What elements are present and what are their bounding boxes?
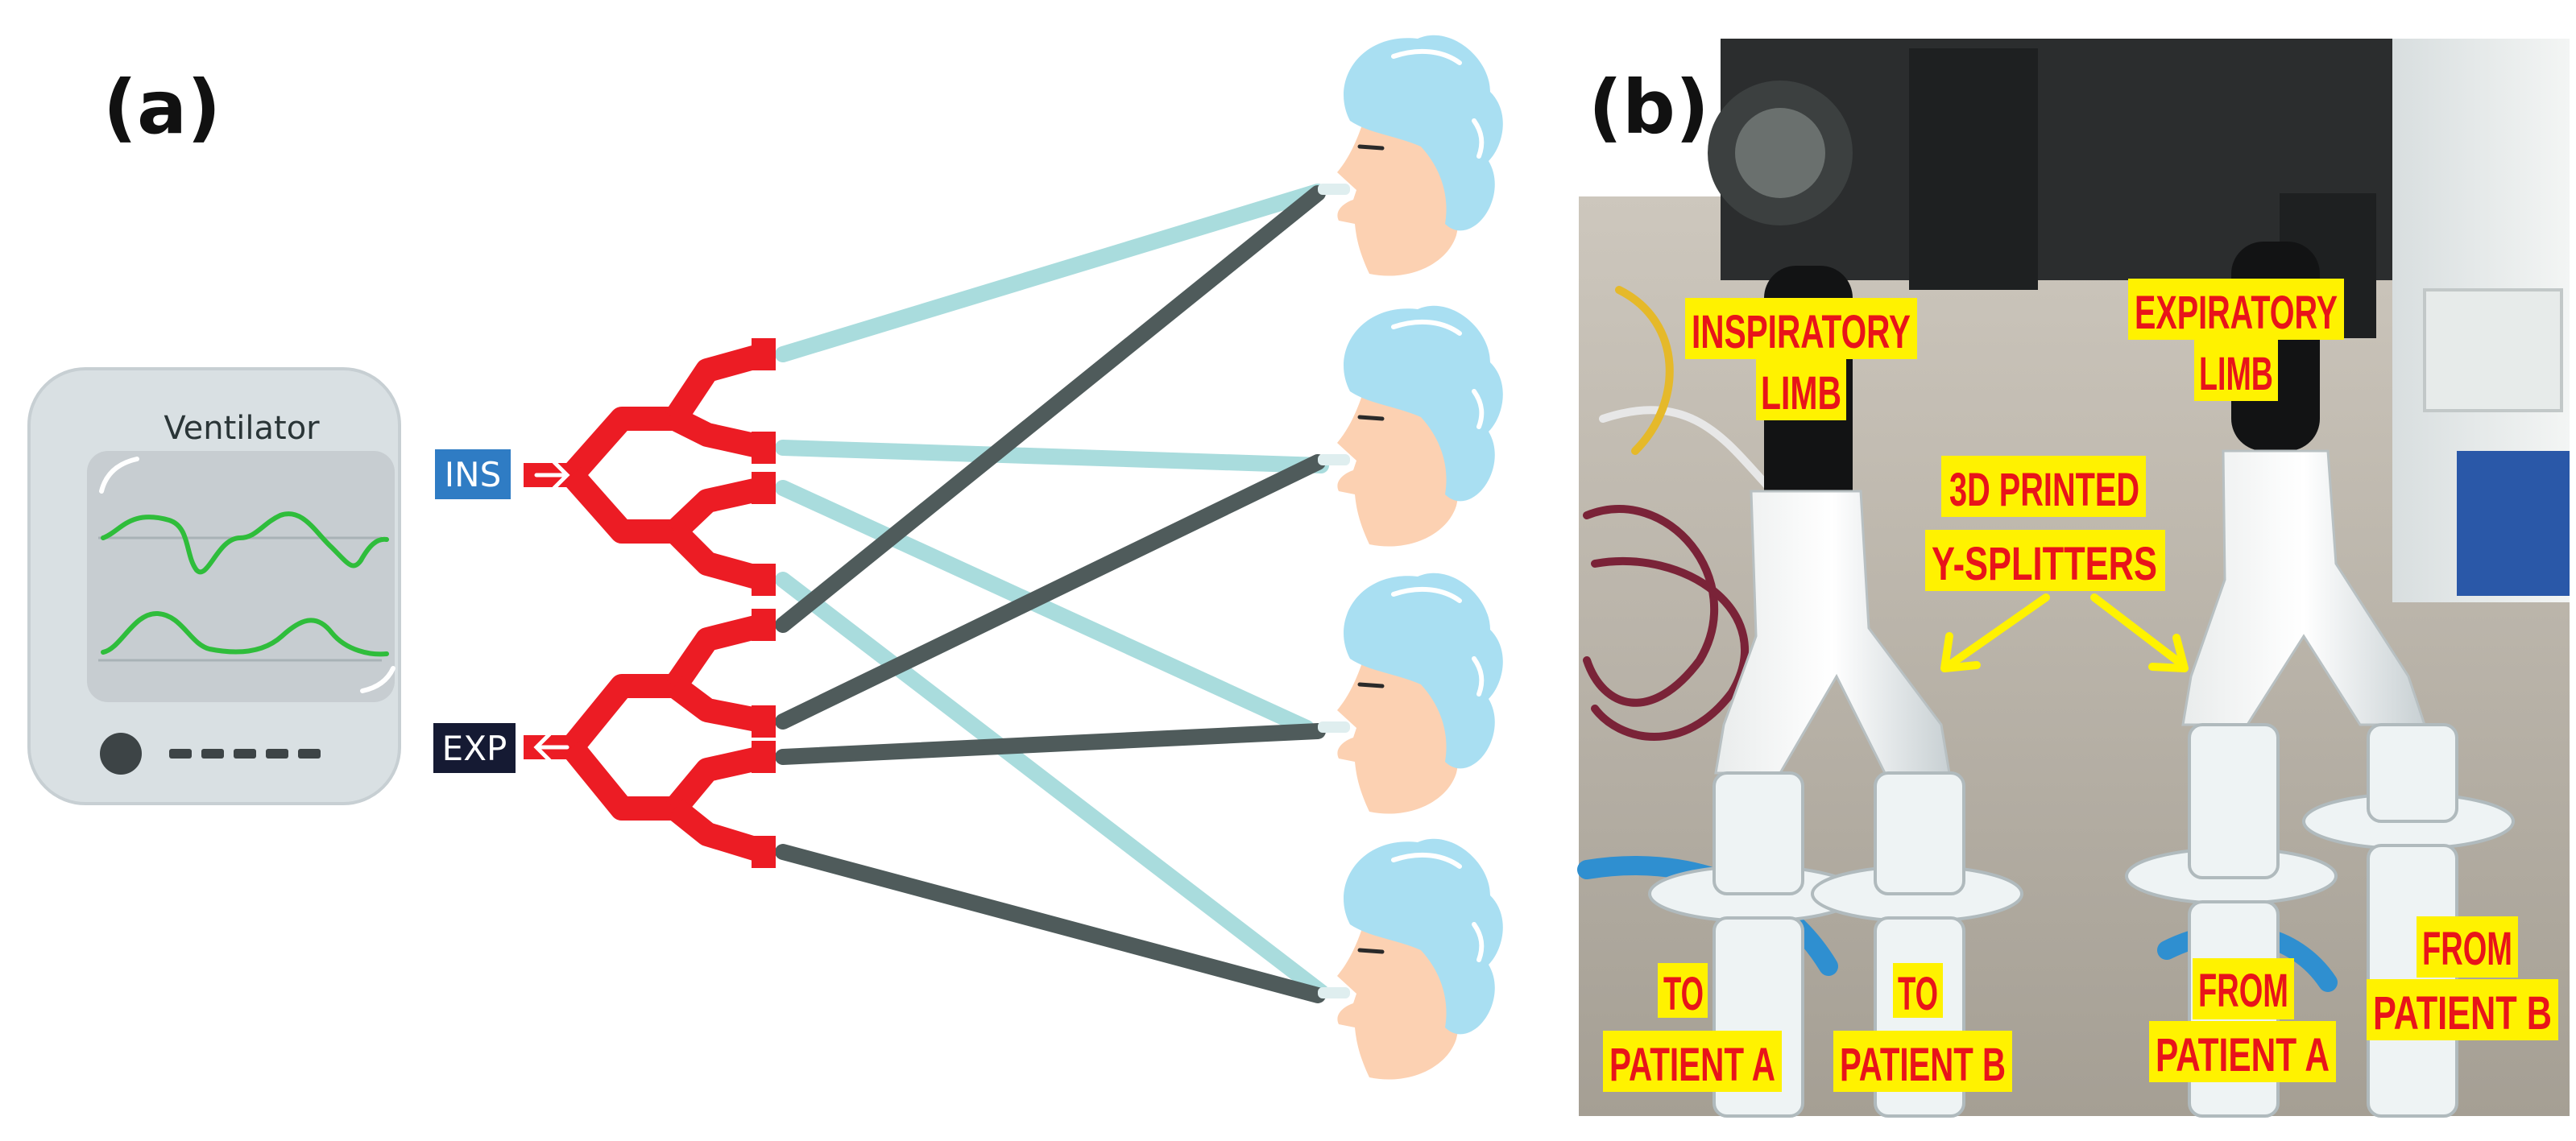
ventilator-title: Ventilator	[164, 410, 320, 447]
label-to-a-line1: TO	[1663, 968, 1704, 1020]
exp-badge	[433, 723, 516, 773]
label-expiratory-line2: LIMB	[2199, 348, 2273, 400]
panel-a-label: (a)	[103, 64, 222, 151]
patient-head-4	[1318, 839, 1503, 1080]
ventilator-splitting-diagram: Ventilator INS EXP	[27, 0, 1555, 1141]
power-knob	[100, 733, 142, 775]
annotated-photograph: INSPIRATORY LIMB EXPIRATORY LIMB 3D PRIN…	[1577, 39, 2570, 1118]
label-inspiratory-line1: INSPIRATORY	[1692, 306, 1911, 358]
expiratory-tubes	[775, 185, 1326, 1003]
photo-y-splitters	[1714, 449, 2427, 775]
ins-badge-label: INS	[445, 455, 501, 494]
flow-waveform	[101, 611, 389, 657]
panel-b-label: (b)	[1588, 64, 1709, 151]
label-to-b-line2: PATIENT B	[1840, 1039, 2006, 1091]
exp-arrow	[533, 732, 569, 763]
label-to-a-line2: PATIENT A	[1609, 1039, 1775, 1091]
ins-badge	[435, 449, 511, 499]
exp-badge-label: EXP	[442, 729, 507, 768]
inspiratory-splitter	[524, 338, 776, 596]
label-from-a-line1: FROM	[2198, 965, 2288, 1017]
patient-head-3	[1318, 573, 1503, 814]
label-splitters-line2: Y-SPLITTERS	[1932, 538, 2157, 590]
label-inspiratory-line2: LIMB	[1761, 367, 1841, 420]
inspiratory-tubes	[775, 184, 1329, 1000]
label-expiratory-line1: EXPIRATORY	[2135, 287, 2338, 339]
label-splitters-line1: 3D PRINTED	[1949, 464, 2139, 516]
ventilator-screen	[87, 451, 395, 702]
splitter-arrows	[1940, 593, 2189, 672]
ventilator: Ventilator	[27, 367, 401, 805]
patient-head-1	[1318, 35, 1503, 276]
label-from-b-line1: FROM	[2422, 923, 2512, 975]
pressure-waveform	[101, 511, 389, 575]
label-to-b-line1: TO	[1898, 968, 1938, 1020]
expiratory-splitter	[524, 609, 776, 868]
label-from-a-line2: PATIENT A	[2156, 1029, 2330, 1081]
ins-arrow	[534, 460, 570, 490]
patient-head-2	[1318, 306, 1503, 547]
status-dashes	[169, 749, 321, 759]
screen-glare-top	[99, 457, 139, 494]
screen-glare-bottom	[360, 666, 396, 693]
label-from-b-line2: PATIENT B	[2373, 987, 2552, 1040]
